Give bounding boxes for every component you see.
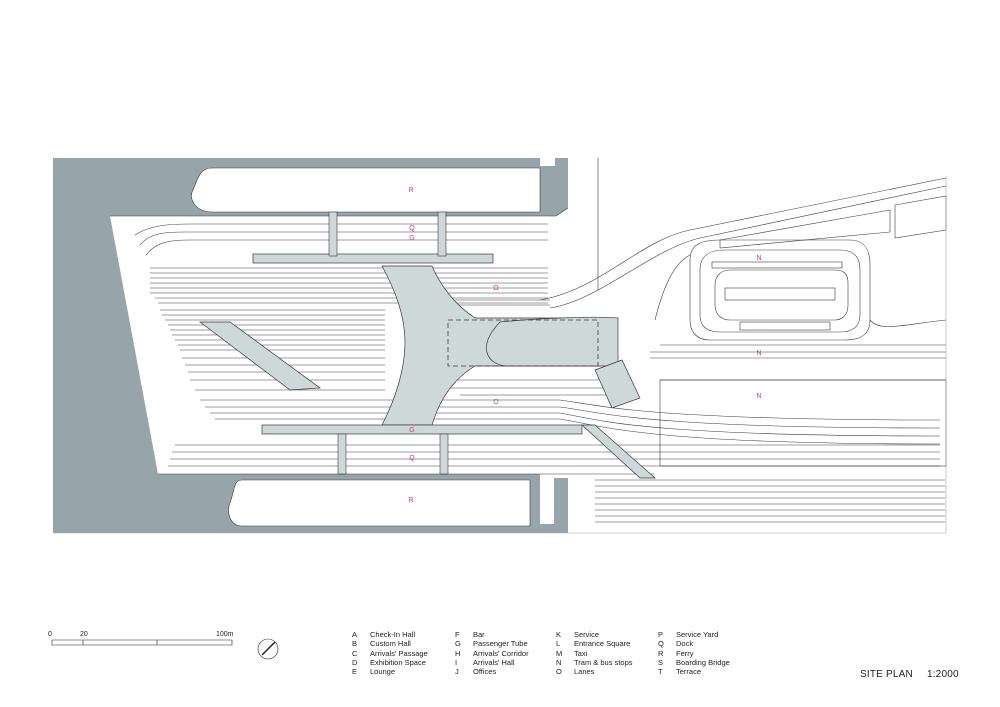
scale-label-0: 0: [48, 631, 52, 638]
dashed-outline: [447, 319, 599, 367]
tag-lanes-top: O: [493, 285, 499, 292]
boarding-bridges: [328, 211, 449, 475]
parking-areas: [659, 195, 947, 467]
tag-bus-stops-2: N: [756, 350, 761, 357]
scale-bar: [51, 639, 233, 646]
ferry-top: [191, 167, 541, 213]
tag-ferry-top: R: [408, 187, 413, 194]
scale-label-20: 20: [80, 631, 88, 638]
tag-lanes-bottom: O: [493, 399, 499, 406]
tag-dock-bottom: Q: [409, 455, 415, 462]
drawing-scale: 1:2000: [926, 669, 959, 680]
terminal-building: [198, 253, 656, 479]
plan-letter-tags: R Q G O N N N O G Q R: [408, 187, 761, 504]
tag-ferry-bottom: R: [408, 497, 413, 504]
lane-lines: [134, 223, 945, 523]
frame-lines: [53, 176, 947, 534]
tag-dock-top: Q: [409, 225, 415, 232]
north-arrow-icon: [257, 638, 279, 660]
scale-label-100: 100m: [216, 631, 234, 638]
ferry-bottom: [228, 479, 531, 527]
pier-outline: [110, 207, 654, 475]
drawing-name: SITE PLAN: [860, 669, 913, 680]
tag-tube-bottom: G: [409, 427, 414, 434]
tag-tube-top: G: [409, 235, 414, 242]
drawing-title: SITE PLAN 1:2000: [860, 669, 973, 680]
tag-bus-stops-3: N: [756, 393, 761, 400]
tag-bus-stops-1: N: [756, 255, 761, 262]
road-network: [539, 158, 947, 381]
